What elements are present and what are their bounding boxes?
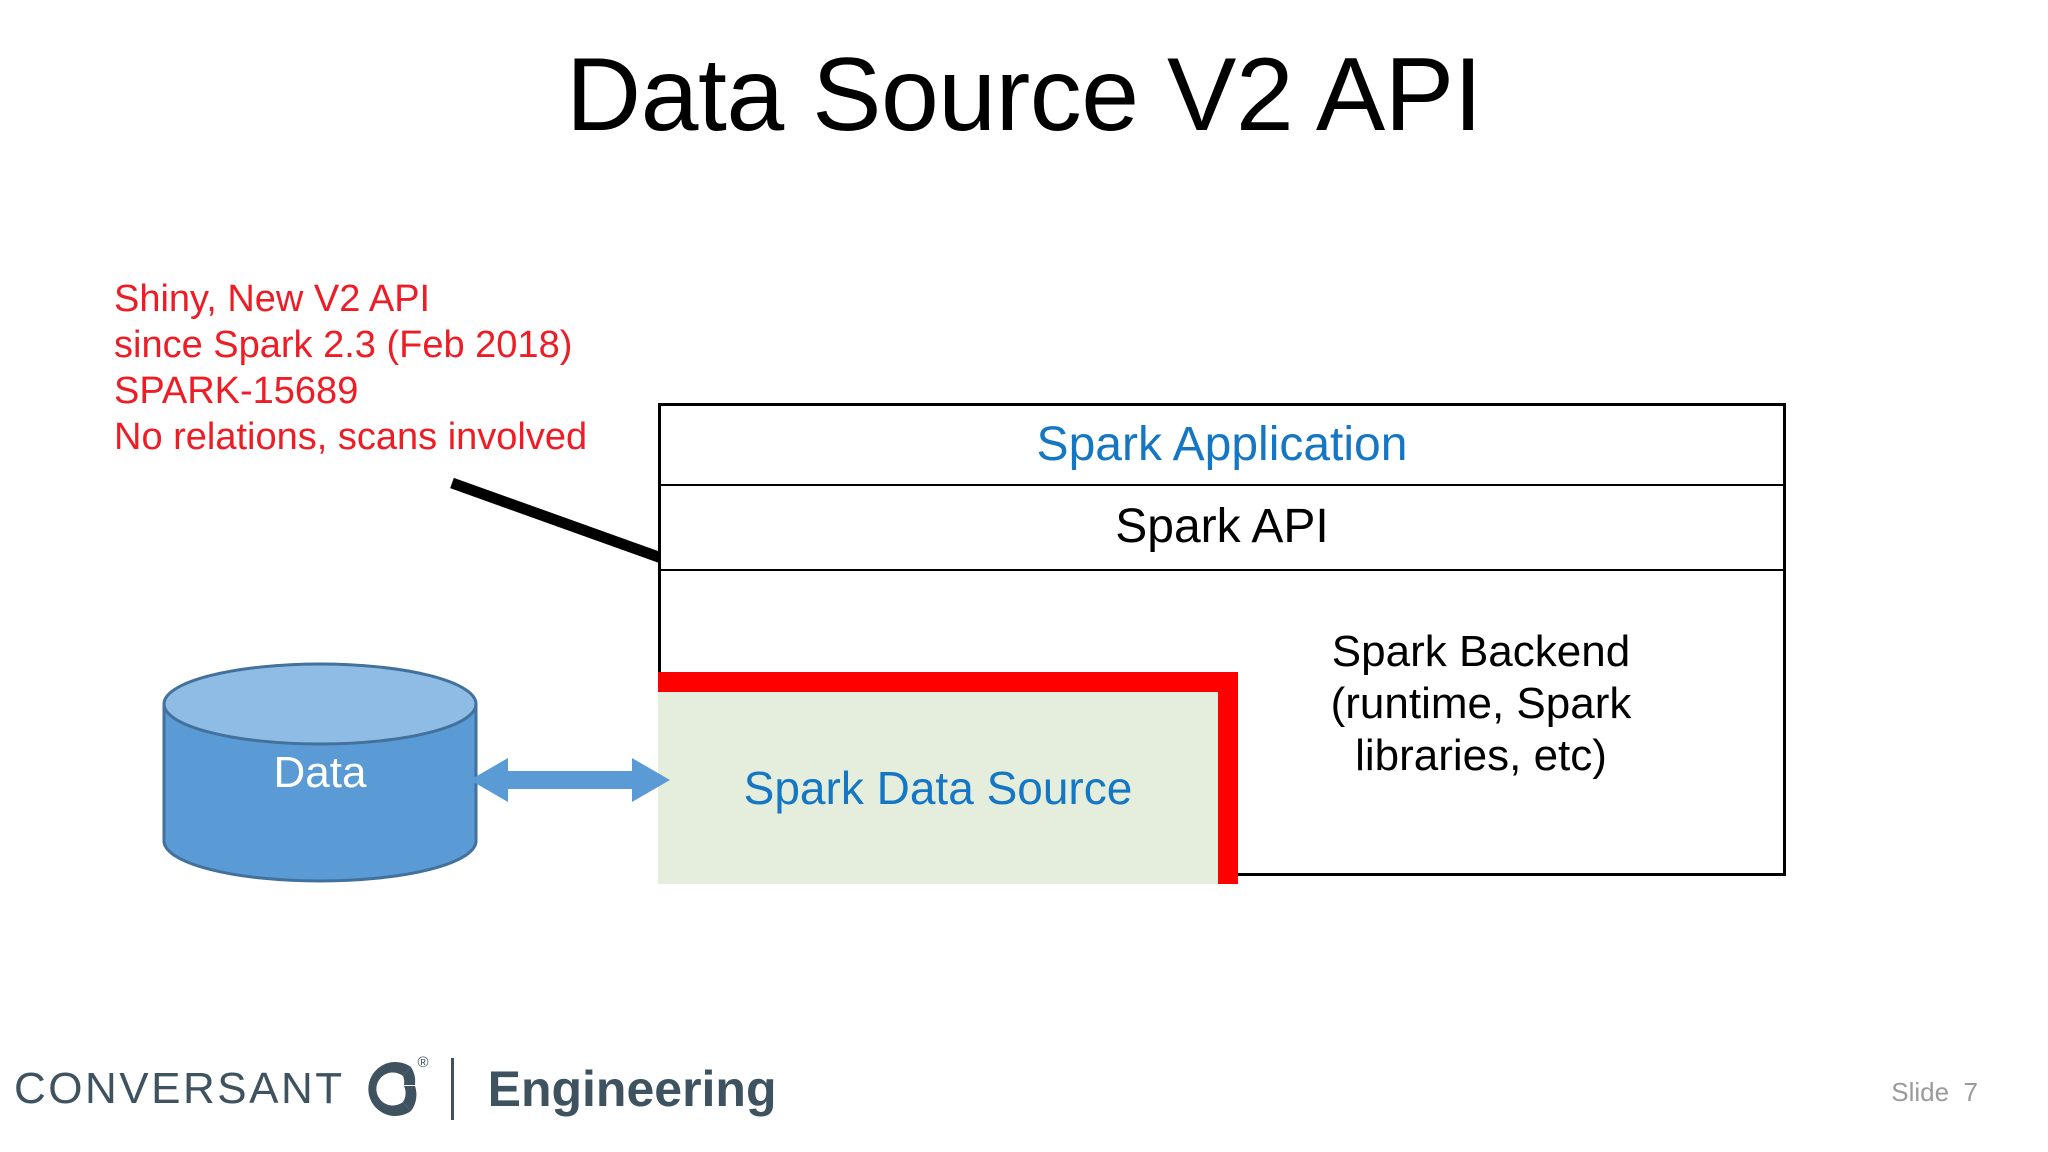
- stack-row-spark-application: Spark Application: [661, 406, 1783, 486]
- stack-row-spark-api: Spark API: [661, 486, 1783, 571]
- conversant-ring-icon: ®: [351, 1052, 429, 1126]
- business-unit-label: Engineering: [487, 1061, 777, 1117]
- spark-data-source-label: Spark Data Source: [743, 762, 1133, 814]
- annotation-line-4: No relations, scans involved: [114, 416, 588, 458]
- spark-backend-text: Spark Backend (runtime, Spark libraries,…: [1221, 626, 1741, 782]
- stack-row-label: Spark Application: [1036, 417, 1408, 471]
- annotation-line-1: Shiny, New V2 API: [114, 278, 431, 320]
- backend-line-2: (runtime, Spark: [1330, 679, 1632, 728]
- database-cylinder-icon: [162, 662, 478, 883]
- page-title: Data Source V2 API: [566, 37, 1482, 153]
- annotation-line-2: since Spark 2.3 (Feb 2018): [114, 324, 573, 366]
- backend-line-3: libraries, etc): [1355, 731, 1607, 780]
- annotation-note: Shiny, New V2 API since Spark 2.3 (Feb 2…: [114, 276, 587, 460]
- vertical-divider-icon: [450, 1058, 454, 1120]
- spark-data-source-box: Spark Data Source: [658, 692, 1218, 884]
- double-arrow-horizontal-icon: [470, 758, 670, 802]
- footer-logo: CONVERSANT ® Engineering: [14, 1052, 777, 1126]
- brand-wordmark: CONVERSANT: [14, 1064, 345, 1113]
- stack-row-spark-backend: Spark Backend (runtime, Spark libraries,…: [661, 571, 1783, 873]
- backend-line-1: Spark Backend: [1331, 627, 1631, 676]
- registered-mark: ®: [417, 1054, 429, 1071]
- spark-stack-diagram: Spark Application Spark API Spark Backen…: [658, 403, 1786, 876]
- slide-number: Slide 7: [1891, 1077, 1978, 1107]
- annotation-line-3: SPARK-15689: [114, 370, 359, 412]
- stack-row-label: Spark API: [1115, 500, 1329, 554]
